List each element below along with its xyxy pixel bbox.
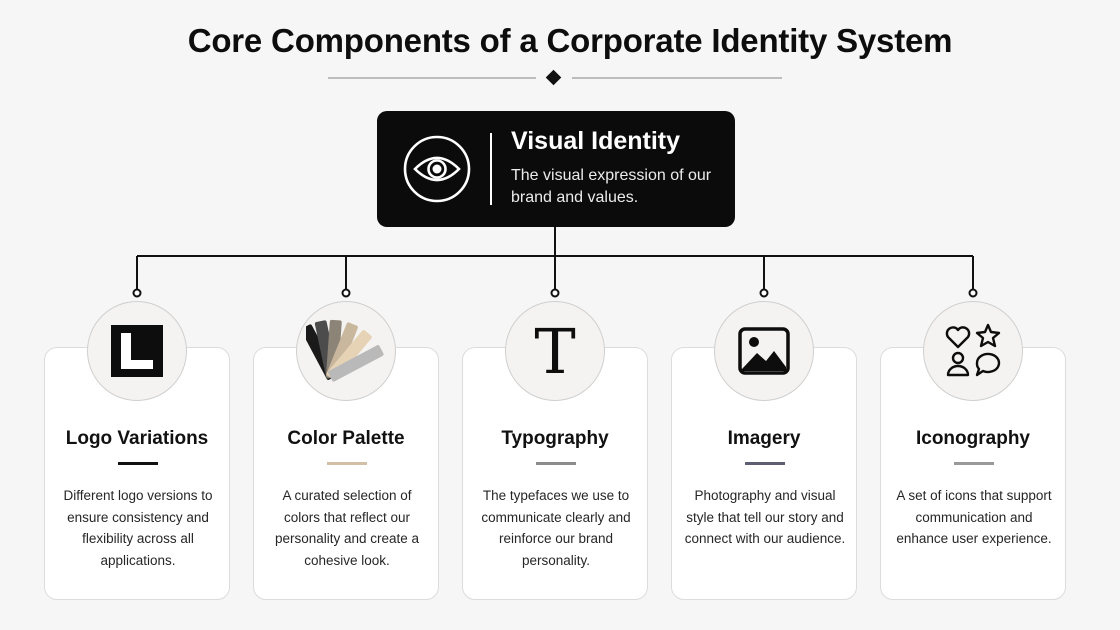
title-divider-right (572, 77, 782, 79)
card-title: Typography (501, 428, 609, 449)
card-description: A set of icons that support communicatio… (896, 488, 1052, 546)
card-icon-circle-logo (87, 301, 187, 401)
component-card-icons: Iconography A set of icons that support … (880, 347, 1066, 600)
color-swatches-icon (306, 319, 384, 382)
component-card-color: Color Palette A curated selection of col… (253, 347, 439, 600)
card-description: Different logo versions to ensure consis… (63, 488, 213, 568)
eye-icon (403, 135, 471, 203)
title-divider-left (328, 77, 536, 79)
connector-dot-icons (968, 288, 978, 298)
card-description: The typefaces we use to communicate clea… (481, 488, 631, 568)
card-accent-line (745, 462, 785, 465)
hero-description: The visual expression of our brand and v… (511, 167, 712, 206)
card-icon-circle-type: T (505, 301, 605, 401)
card-description: Photography and visual style that tell o… (684, 488, 846, 546)
icon-set-icon (945, 323, 1001, 377)
card-title: Iconography (915, 428, 1030, 449)
image-icon (738, 327, 790, 375)
card-accent-line (327, 462, 367, 465)
card-icon-circle-color (296, 301, 396, 401)
card-accent-line (954, 462, 994, 465)
connector-dot-imagery (759, 288, 769, 298)
component-card-type: Typography The typefaces we use to commu… (462, 347, 648, 600)
typography-t-icon: T (534, 315, 576, 388)
connector-dot-logo (132, 288, 142, 298)
page-title: Core Components of a Corporate Identity … (187, 22, 953, 59)
card-title: Logo Variations (65, 428, 209, 449)
card-title: Imagery (727, 428, 801, 449)
card-description: A curated selection of colors that refle… (274, 488, 420, 568)
hero-title: Visual Identity (511, 127, 681, 155)
card-accent-line (118, 462, 158, 465)
card-icon-circle-imagery (714, 301, 814, 401)
connector-dot-color (341, 288, 351, 298)
card-icon-circle-icons (923, 301, 1023, 401)
hero-separator (490, 133, 492, 205)
connector-dot-type (550, 288, 560, 298)
card-title: Color Palette (287, 428, 405, 449)
card-accent-line (536, 462, 576, 465)
logo-l-icon (111, 325, 163, 377)
visual-identity-node: Visual Identity The visual expression of… (377, 111, 735, 227)
